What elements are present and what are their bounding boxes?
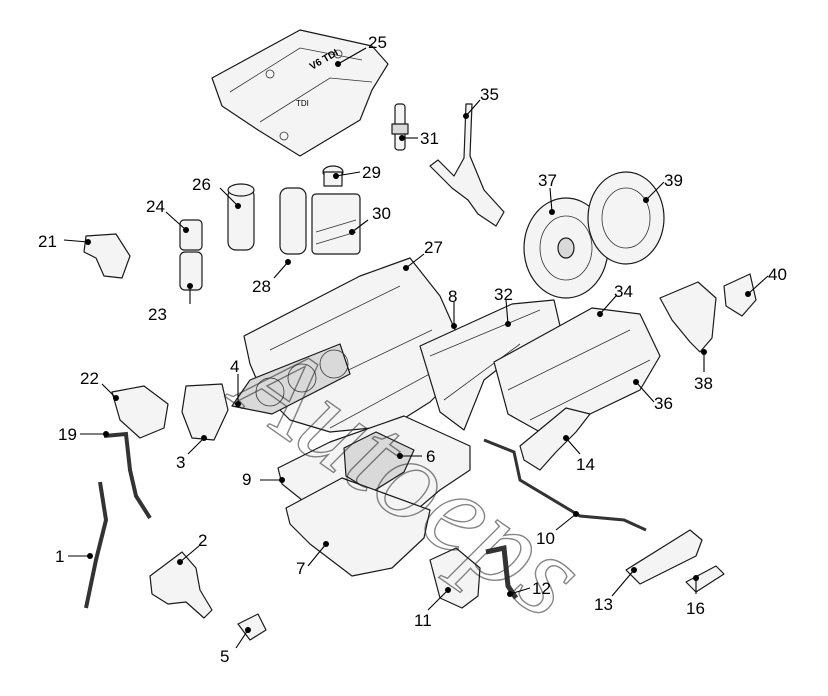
callout-3: 3 [176, 453, 185, 472]
oil-pressure-sensor [237, 613, 267, 641]
callout-23: 23 [148, 305, 167, 324]
dipstick-tube [84, 481, 109, 609]
callout-36: 36 [654, 394, 673, 413]
callout-10: 10 [536, 529, 555, 548]
cover-badge: TDI [296, 99, 309, 108]
callout-2: 2 [198, 531, 207, 550]
return-line [483, 438, 647, 532]
callout-38: 38 [694, 374, 713, 393]
callout-19: 19 [58, 425, 77, 444]
clutch-plate [587, 171, 665, 265]
callout-34: 34 [614, 282, 633, 301]
timing-cover [659, 281, 717, 353]
valve-cover [493, 307, 661, 433]
oil-pan [277, 415, 471, 577]
exhaust-manifold [519, 407, 591, 471]
callout-37: 37 [538, 171, 557, 190]
coolant-hose [429, 103, 505, 227]
callout-9: 9 [242, 470, 251, 489]
filter-housing [227, 183, 361, 255]
callout-21: 21 [38, 232, 57, 251]
callout-32: 32 [494, 285, 513, 304]
callout-8: 8 [448, 287, 457, 306]
callout-14: 14 [576, 455, 595, 474]
callout-11: 11 [414, 611, 432, 630]
callout-29: 29 [362, 163, 381, 182]
callout-4: 4 [230, 357, 239, 376]
callout-22: 22 [80, 369, 99, 388]
callout-13: 13 [594, 595, 613, 614]
callout-30: 30 [372, 204, 391, 223]
callout-35: 35 [480, 85, 499, 104]
callout-31: 31 [420, 129, 439, 148]
sensor-bracket [723, 273, 757, 317]
callout-39: 39 [664, 171, 683, 190]
callout-5: 5 [220, 647, 229, 666]
gasket [181, 383, 229, 441]
callout-labels: 1 2 3 4 5 6 7 8 9 10 11 12 13 14 16 19 2… [38, 33, 787, 666]
callout-26: 26 [192, 175, 211, 194]
engine-cover: TDI V6 TDI [211, 29, 389, 157]
callout-1: 1 [55, 547, 64, 566]
flywheel [523, 197, 609, 299]
callout-40: 40 [768, 265, 787, 284]
callout-24: 24 [146, 197, 165, 216]
callout-28: 28 [252, 277, 271, 296]
water-pump [111, 385, 169, 439]
callout-12: 12 [532, 579, 551, 598]
callout-16: 16 [686, 599, 705, 618]
engine-mount [149, 551, 213, 619]
pressure-sensor [685, 565, 725, 593]
callout-6: 6 [426, 447, 435, 466]
fuel-rail [625, 529, 703, 585]
engine-block [231, 257, 471, 433]
glow-plug [391, 103, 409, 151]
callout-25: 25 [368, 33, 387, 52]
leader-lines [63, 47, 769, 649]
pump-housing [83, 233, 131, 279]
callout-7: 7 [296, 559, 305, 578]
callout-27: 27 [424, 238, 443, 257]
oil-pipe [103, 431, 152, 520]
